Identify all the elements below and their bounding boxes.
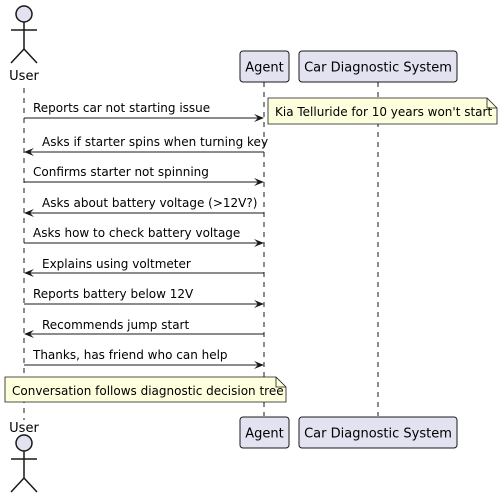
- note-text: Kia Telluride for 10 years won't start: [275, 105, 492, 119]
- note-text: Conversation follows diagnostic decision…: [12, 384, 284, 398]
- actor-label: User: [9, 421, 39, 436]
- note-decision-tree: Conversation follows diagnostic decision…: [4, 376, 287, 403]
- message-label: Asks if starter spins when turning key: [42, 135, 268, 149]
- message-9: Thanks, has friend who can help: [24, 348, 264, 369]
- message-label: Thanks, has friend who can help: [32, 348, 228, 362]
- message-8: Recommends jump start: [24, 318, 264, 338]
- participant-car-diagnostic-system-top: Car Diagnostic System: [298, 50, 458, 83]
- message-5: Asks how to check battery voltage: [24, 226, 264, 247]
- participant-label: Agent: [245, 427, 283, 442]
- participant-car-diagnostic-system-bottom: Car Diagnostic System: [298, 416, 458, 449]
- message-label: Asks how to check battery voltage: [33, 226, 240, 240]
- actor-icon: [10, 5, 38, 64]
- message-label: Reports battery below 12V: [33, 287, 194, 301]
- message-1: Reports car not starting issue: [24, 101, 264, 122]
- actor-label: User: [9, 69, 39, 84]
- actor-icon: [10, 434, 38, 493]
- message-6: Explains using voltmeter: [24, 257, 264, 277]
- message-4: Asks about battery voltage (>12V?): [24, 196, 264, 217]
- actor-user-top: User: [9, 5, 39, 84]
- message-label: Reports car not starting issue: [33, 101, 210, 115]
- message-label: Recommends jump start: [42, 318, 189, 332]
- participant-agent-top: Agent: [239, 50, 290, 83]
- participant-label: Car Diagnostic System: [304, 61, 452, 76]
- message-3: Confirms starter not spinning: [24, 165, 264, 186]
- participant-agent-bottom: Agent: [239, 416, 290, 449]
- message-label: Explains using voltmeter: [42, 257, 191, 271]
- message-2: Asks if starter spins when turning key: [24, 135, 268, 156]
- message-label: Confirms starter not spinning: [33, 165, 209, 179]
- message-7: Reports battery below 12V: [24, 287, 264, 308]
- note-vehicle: Kia Telluride for 10 years won't start: [267, 97, 498, 125]
- message-label: Asks about battery voltage (>12V?): [42, 196, 257, 210]
- participant-label: Agent: [245, 61, 283, 76]
- actor-user-bottom: User: [9, 421, 39, 493]
- participant-label: Car Diagnostic System: [304, 427, 452, 442]
